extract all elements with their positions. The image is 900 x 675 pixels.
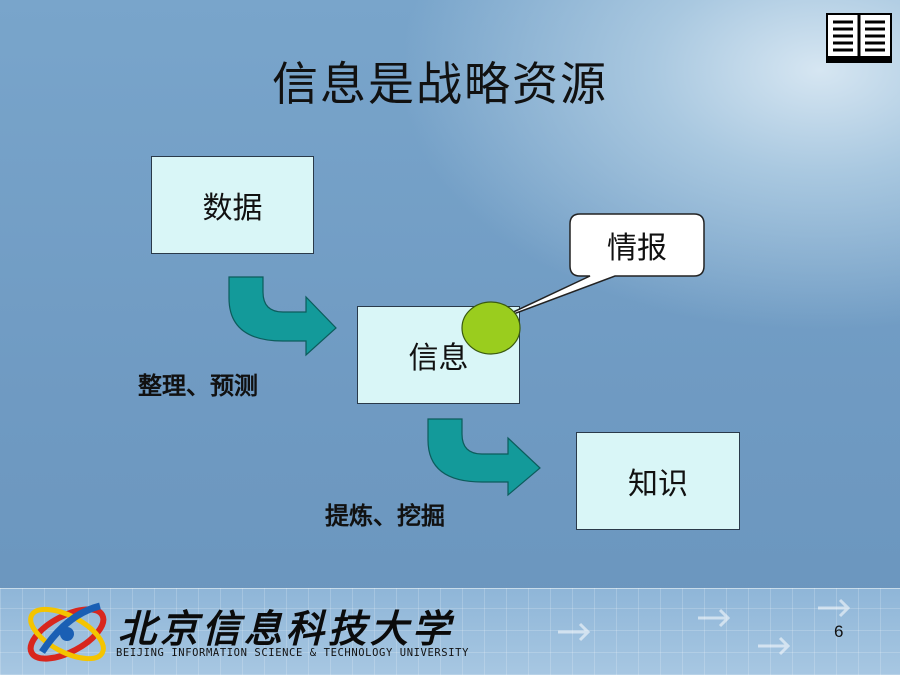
node-knowledge: 知识 [576,432,740,530]
page-number: 6 [834,622,844,641]
callout-intelligence [491,213,705,323]
node-data-label: 数据 [202,191,263,226]
intelligence-marker-circle [461,301,521,355]
university-name-cn: 北京信息科技大学 [118,606,455,651]
node-data: 数据 [151,156,314,254]
university-name-en: BEIJING INFORMATION SCIENCE & TECHNOLOGY… [116,647,469,659]
node-knowledge-label: 知识 [628,467,688,502]
callout-intelligence-label: 情报 [607,231,667,266]
arrow-information-to-knowledge [427,418,541,497]
footer-arrows-decoration [558,598,851,656]
edge-label-data-to-information: 整理、预测 [138,372,258,400]
edge-label-information-to-knowledge: 提炼、挖掘 [325,502,445,530]
footer-grid-pattern [0,588,900,675]
university-logo-icon [27,602,107,662]
node-information-label: 信息 [408,341,469,376]
arrow-data-to-information [228,276,337,357]
footer-band [0,588,900,675]
slide-title: 信息是战略资源 [272,57,608,111]
book-icon [826,13,892,63]
